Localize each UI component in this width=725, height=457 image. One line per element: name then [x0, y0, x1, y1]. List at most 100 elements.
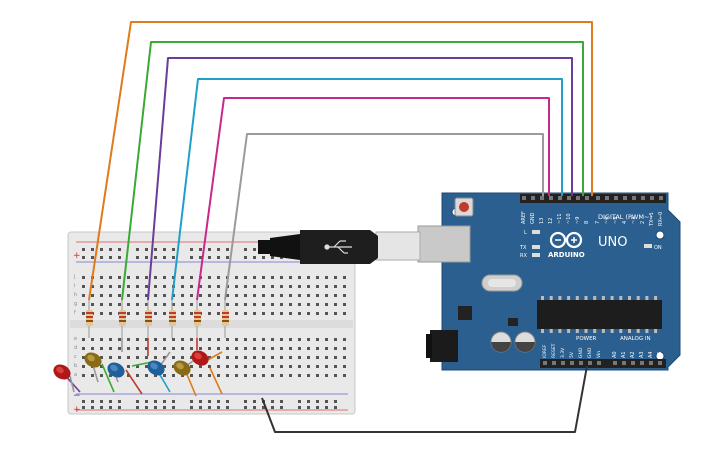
breadboard-hole	[325, 312, 328, 315]
pin-label: 3.3V	[560, 347, 566, 358]
breadboard-hole	[289, 285, 292, 288]
resistor[interactable]	[145, 300, 152, 338]
breadboard-hole	[280, 365, 283, 368]
resistor[interactable]	[222, 300, 229, 338]
resistor[interactable]	[169, 300, 176, 338]
chip-pin	[584, 296, 588, 300]
breadboard-hole	[325, 303, 328, 306]
breadboard-hole	[334, 285, 337, 288]
breadboard-hole	[127, 303, 130, 306]
breadboard-hole	[109, 347, 112, 350]
breadboard-hole	[262, 285, 265, 288]
breadboard-hole	[127, 276, 130, 279]
breadboard-hole	[154, 338, 157, 341]
rail-hole	[100, 256, 103, 259]
chip-pin	[567, 296, 571, 300]
breadboard-hole	[109, 312, 112, 315]
row-letter: j	[73, 274, 75, 280]
header-pin	[649, 361, 653, 365]
breadboard-hole	[280, 276, 283, 279]
breadboard-hole	[190, 374, 193, 377]
digital-pins[interactable]	[522, 196, 663, 200]
wire-green[interactable]	[121, 41, 584, 301]
rail-hole	[100, 248, 103, 251]
pin-label: A0	[612, 351, 618, 358]
wire-cyan[interactable]	[171, 78, 563, 301]
breadboard-hole	[199, 303, 202, 306]
breadboard-hole	[244, 356, 247, 359]
brand-label: ARDUINO	[548, 251, 585, 259]
rail-hole	[91, 256, 94, 259]
arduino-uno-board[interactable]: AREF GND 13 12 ~11 ~10 ~9 8 7 ~6 ~5 4 ~3…	[426, 192, 681, 371]
breadboard-hole	[217, 285, 220, 288]
rail-hole	[307, 406, 310, 409]
breadboard-hole	[244, 285, 247, 288]
rail-hole	[82, 256, 85, 259]
breadboard-hole	[226, 303, 229, 306]
breadboard-hole	[262, 338, 265, 341]
led-red[interactable]	[51, 361, 74, 382]
breadboard-hole	[163, 312, 166, 315]
breadboard-hole	[262, 303, 265, 306]
breadboard-hole	[325, 276, 328, 279]
breadboard-hole	[307, 338, 310, 341]
breadboard-hole	[271, 365, 274, 368]
led-red[interactable]	[189, 347, 212, 368]
rail-hole	[253, 256, 256, 259]
breadboard-hole	[154, 356, 157, 359]
breadboard-hole	[334, 338, 337, 341]
breadboard-hole	[280, 312, 283, 315]
breadboard-hole	[217, 356, 220, 359]
rail-hole	[262, 406, 265, 409]
breadboard-hole	[307, 303, 310, 306]
breadboard-hole	[298, 285, 301, 288]
led-blue[interactable]	[145, 357, 168, 378]
breadboard-hole	[118, 338, 121, 341]
chip-pin	[636, 296, 640, 300]
chip-pin	[645, 296, 649, 300]
breadboard-hole	[208, 356, 211, 359]
wire-gray[interactable]	[224, 133, 544, 301]
breadboard-hole	[298, 356, 301, 359]
pin-label: GND	[587, 347, 593, 358]
rail-hole	[217, 256, 220, 259]
breadboard-hole	[325, 347, 328, 350]
breadboard-hole	[100, 365, 103, 368]
rail-hole	[208, 406, 211, 409]
breadboard-hole	[316, 365, 319, 368]
breadboard-hole	[298, 276, 301, 279]
breadboard-hole	[244, 276, 247, 279]
rail-hole	[172, 406, 175, 409]
breadboard-hole	[316, 285, 319, 288]
wire-magenta[interactable]	[196, 97, 550, 301]
pin-label: IOREF	[542, 344, 548, 358]
chip-pin	[601, 296, 605, 300]
resistor[interactable]	[119, 300, 126, 338]
rail-hole	[253, 400, 256, 403]
power-jack[interactable]	[430, 330, 458, 362]
breadboard-hole	[100, 285, 103, 288]
wires	[88, 21, 593, 433]
breadboard-hole	[334, 374, 337, 377]
breadboard-hole	[163, 356, 166, 359]
wire-black-gnd[interactable]	[261, 365, 588, 433]
usb-cable[interactable]	[258, 225, 471, 264]
led-blue[interactable]	[105, 359, 128, 380]
wire-purple[interactable]	[147, 57, 573, 301]
breadboard-hole	[118, 294, 121, 297]
resistor[interactable]	[86, 300, 93, 338]
breadboard-hole	[289, 312, 292, 315]
breadboard-hole	[100, 294, 103, 297]
breadboard-hole	[262, 365, 265, 368]
chip-pin	[584, 329, 588, 333]
breadboard-hole	[325, 338, 328, 341]
led-yellow[interactable]	[171, 357, 194, 378]
wire-orange[interactable]	[88, 21, 593, 301]
led-yellow[interactable]	[82, 349, 105, 370]
breadboard-hole	[334, 312, 337, 315]
rail-hole	[154, 248, 157, 251]
power-analog-pins[interactable]	[543, 361, 662, 365]
breadboard-hole	[154, 294, 157, 297]
resistor[interactable]	[194, 300, 201, 338]
